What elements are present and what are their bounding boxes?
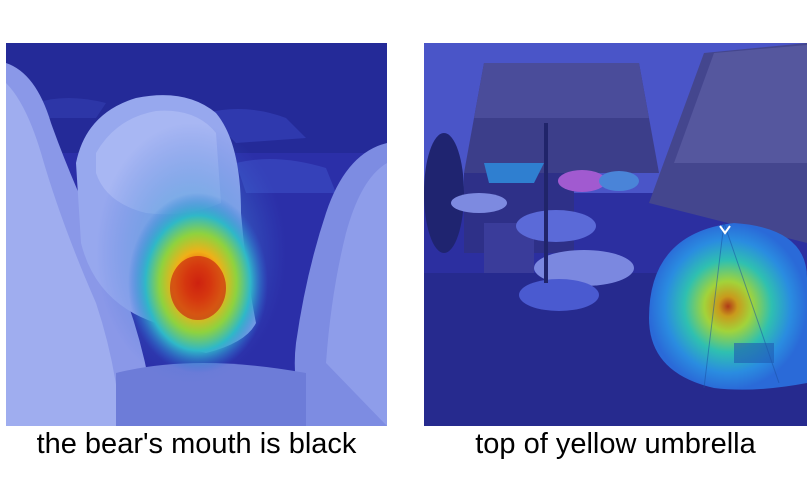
right-caption: top of yellow umbrella — [475, 428, 756, 460]
bear-heatmap-image — [6, 43, 387, 426]
umbrella-heatmap-image — [424, 43, 807, 426]
left-image-panel — [6, 43, 387, 426]
right-image-panel — [424, 43, 807, 426]
left-caption: the bear's mouth is black — [36, 428, 357, 460]
